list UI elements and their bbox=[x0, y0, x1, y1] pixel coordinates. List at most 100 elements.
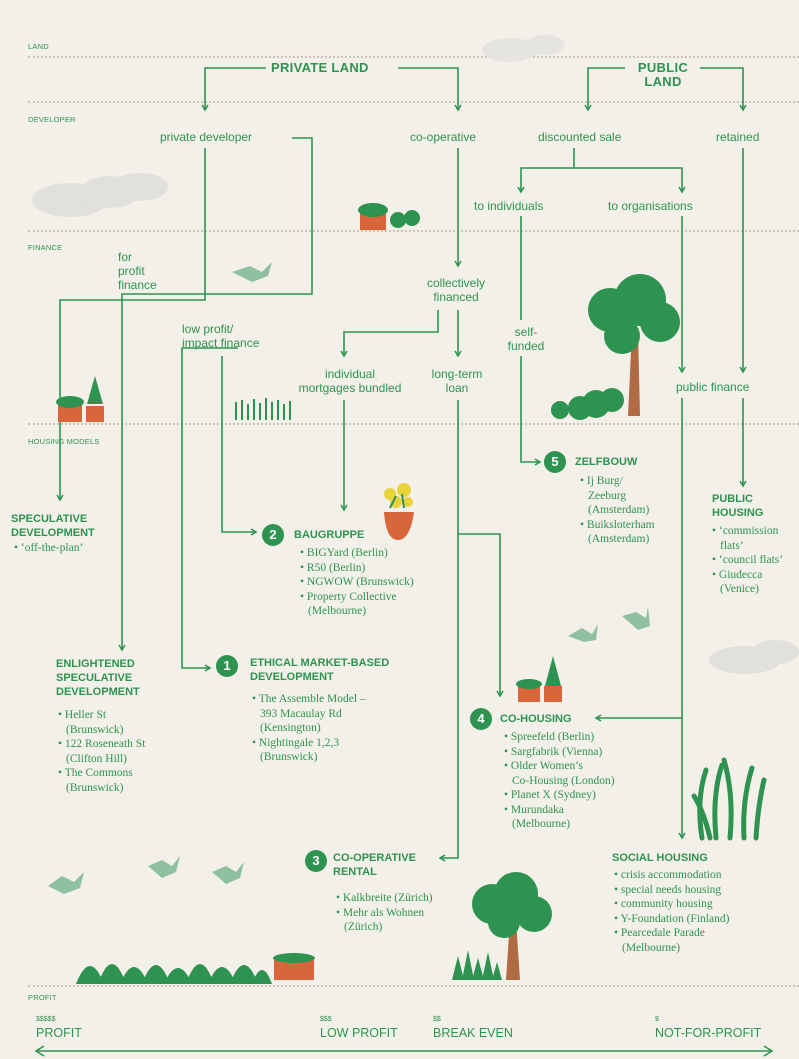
example-item: • Sargfabrik (Vienna) bbox=[504, 745, 603, 758]
zelfbouw-title: ZELFBOUW bbox=[575, 456, 638, 468]
public-land-heading-line1: PUBLIC bbox=[637, 60, 689, 75]
example-item: • Y-Foundation (Finland) bbox=[614, 912, 730, 925]
model-number-badge: 5 bbox=[544, 451, 566, 473]
example-item: (Kensington) bbox=[260, 722, 321, 734]
loan-line2: loan bbox=[445, 381, 469, 395]
baugruppe-title: BAUGRUPPE bbox=[294, 529, 365, 541]
profit-scale-label: LOW PROFIT bbox=[320, 1026, 398, 1040]
speculative-examples: • ‘off-the-plan’ bbox=[14, 541, 83, 556]
collectively-line1: collectively bbox=[426, 276, 486, 290]
band-divider bbox=[28, 423, 799, 425]
example-item: (Melbourne) bbox=[308, 605, 367, 617]
for-profit-line2: profit bbox=[118, 264, 145, 278]
node-co-operative: co-operative bbox=[410, 130, 477, 144]
mortgages-line1: individual bbox=[324, 367, 376, 381]
model-number-badge: 4 bbox=[470, 708, 492, 730]
ethical-title-line2: DEVELOPMENT bbox=[250, 671, 334, 683]
speculative-development-title: SPECULATIVE DEVELOPMENT bbox=[11, 512, 95, 540]
plant-pots-illustration bbox=[56, 376, 104, 422]
baugruppe-examples: • BIGYard (Berlin) • R50 (Berlin) • NGWO… bbox=[300, 546, 414, 619]
grass-illustration bbox=[76, 964, 272, 984]
example-item: • ‘commission bbox=[712, 525, 779, 537]
plant-pots-illustration bbox=[516, 656, 562, 702]
example-item: flats’ bbox=[720, 539, 744, 552]
profit-scale-symbol: $$$$$ bbox=[36, 1016, 56, 1023]
profit-scale-symbol: $$$ bbox=[320, 1016, 332, 1023]
bird-illustrations bbox=[48, 262, 650, 894]
node-long-term-loan: long-term loan bbox=[420, 367, 494, 395]
band-label-land: LAND bbox=[28, 42, 49, 51]
node-public-finance: public finance bbox=[676, 380, 750, 394]
public-housing-title: PUBLIC HOUSING bbox=[712, 492, 763, 520]
example-item: • Older Women’s bbox=[504, 760, 583, 772]
enlightened-title-line2: SPECULATIVE bbox=[56, 672, 133, 684]
profit-scale-label: PROFIT bbox=[36, 1026, 82, 1040]
example-item: • ‘off-the-plan’ bbox=[14, 542, 84, 554]
low-profit-line2: impact finance bbox=[182, 336, 260, 350]
private-land-heading: PRIVATE LAND bbox=[271, 60, 369, 75]
enlightened-examples: • Heller St (Brunswick) • 122 Roseneath … bbox=[58, 708, 145, 795]
example-item: • special needs housing bbox=[614, 883, 722, 896]
band-label-finance: FINANCE bbox=[28, 243, 63, 252]
node-to-individuals: to individuals bbox=[474, 199, 544, 213]
for-profit-line1: for bbox=[118, 250, 133, 264]
example-item: • Planet X (Sydney) bbox=[504, 789, 596, 801]
example-item: (Amsterdam) bbox=[588, 504, 650, 516]
example-item: • BIGYard (Berlin) bbox=[300, 547, 388, 559]
node-discounted-sale: discounted sale bbox=[538, 130, 622, 144]
example-item: • Heller St bbox=[58, 709, 107, 721]
model-number-badge: 2 bbox=[262, 524, 284, 546]
rental-title-line2: RENTAL bbox=[333, 866, 377, 878]
example-item: • ‘council flats’ bbox=[712, 554, 784, 566]
example-item: • Nightingale 1,2,3 bbox=[252, 736, 340, 749]
rental-title-line1: CO-OPERATIVE bbox=[333, 852, 416, 864]
speculative-title-line2: DEVELOPMENT bbox=[11, 527, 95, 539]
example-item: (Brunswick) bbox=[66, 781, 124, 794]
example-item: • Murundaka bbox=[504, 803, 564, 816]
example-item: • R50 (Berlin) bbox=[300, 561, 366, 574]
enlightened-title-line3: DEVELOPMENT bbox=[56, 686, 140, 698]
ethical-title-line1: ETHICAL MARKET-BASED bbox=[250, 657, 390, 669]
reeds-illustration bbox=[691, 757, 767, 841]
example-item: • Buiksloterham bbox=[580, 518, 655, 531]
node-for-profit-finance: for profit finance bbox=[118, 250, 157, 292]
example-item: Zeeburg bbox=[588, 489, 627, 502]
self-funded-line2: funded bbox=[507, 339, 545, 353]
node-individual-mortgages: individual mortgages bundled bbox=[282, 367, 418, 395]
example-item: (Zürich) bbox=[344, 921, 383, 933]
band-divider bbox=[28, 101, 799, 103]
co-operative-rental-title: CO-OPERATIVE RENTAL bbox=[333, 851, 416, 879]
public-land-heading: PUBLIC LAND bbox=[627, 61, 699, 89]
profit-scale-label: BREAK EVEN bbox=[433, 1026, 513, 1040]
model-number-badge: 1 bbox=[216, 655, 238, 677]
self-funded-line1: self- bbox=[514, 325, 538, 339]
example-item: • Kalkbreite (Zürich) bbox=[336, 892, 433, 904]
loan-line1: long-term bbox=[431, 367, 483, 381]
public-land-heading-line2: LAND bbox=[644, 74, 682, 89]
example-item: (Melbourne) bbox=[622, 941, 681, 954]
public-housing-examples: • ‘commission flats’ • ‘council flats’ •… bbox=[712, 524, 783, 597]
example-item: (Brunswick) bbox=[66, 723, 124, 736]
example-item: • Spreefeld (Berlin) bbox=[504, 731, 595, 743]
ethical-examples: • The Assemble Model – 393 Macaulay Rd (… bbox=[252, 692, 366, 765]
node-to-organisations: to organisations bbox=[608, 199, 693, 213]
collectively-line2: financed bbox=[433, 290, 479, 304]
example-item: 393 Macaulay Rd bbox=[260, 707, 342, 720]
band-label-housing-models: HOUSING MODELS bbox=[28, 437, 100, 446]
example-item: Co-Housing (London) bbox=[512, 774, 615, 787]
example-item: • Giudecca bbox=[712, 568, 763, 581]
cloud-illustration bbox=[709, 640, 799, 674]
example-item: • The Assemble Model – bbox=[252, 693, 366, 705]
example-item: • community housing bbox=[614, 898, 713, 910]
zelfbouw-examples: • Ij Burg/ Zeeburg (Amsterdam) • Buikslo… bbox=[580, 474, 655, 547]
cloud-illustration bbox=[482, 35, 565, 62]
mortgages-line2: mortgages bundled bbox=[298, 381, 402, 395]
public-housing-title-line2: HOUSING bbox=[712, 507, 764, 519]
node-collectively-financed: collectively financed bbox=[414, 276, 498, 304]
example-item: • The Commons bbox=[58, 767, 133, 779]
flower-pot-illustration bbox=[384, 483, 414, 540]
band-divider bbox=[28, 56, 799, 58]
profit-scale-symbol: $$ bbox=[433, 1016, 441, 1023]
node-low-profit-finance: low profit/ impact finance bbox=[182, 322, 259, 350]
cloud-illustration bbox=[32, 173, 168, 217]
